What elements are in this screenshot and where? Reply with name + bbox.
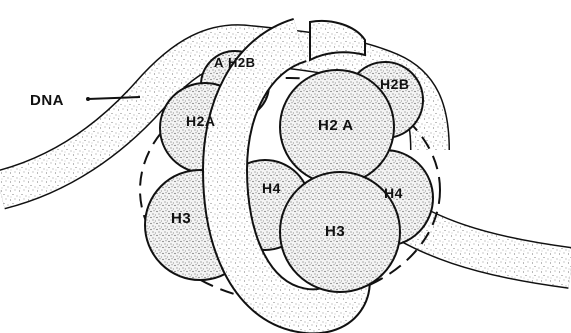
h4-left-label: H4 xyxy=(262,180,281,196)
dna-label: DNA xyxy=(30,92,64,109)
h2b-left-prefix: A xyxy=(214,55,224,70)
h2b-left-label: H2B xyxy=(228,55,256,70)
h2a-left-label: H2A xyxy=(186,113,216,129)
h3-center-label: H3 xyxy=(325,223,345,240)
h4-right-label: H4 xyxy=(384,185,403,201)
h3-left-label: H3 xyxy=(171,210,191,227)
h2b-right-label: H2B xyxy=(380,76,410,92)
h2a-center-label: H2 A xyxy=(318,117,354,134)
